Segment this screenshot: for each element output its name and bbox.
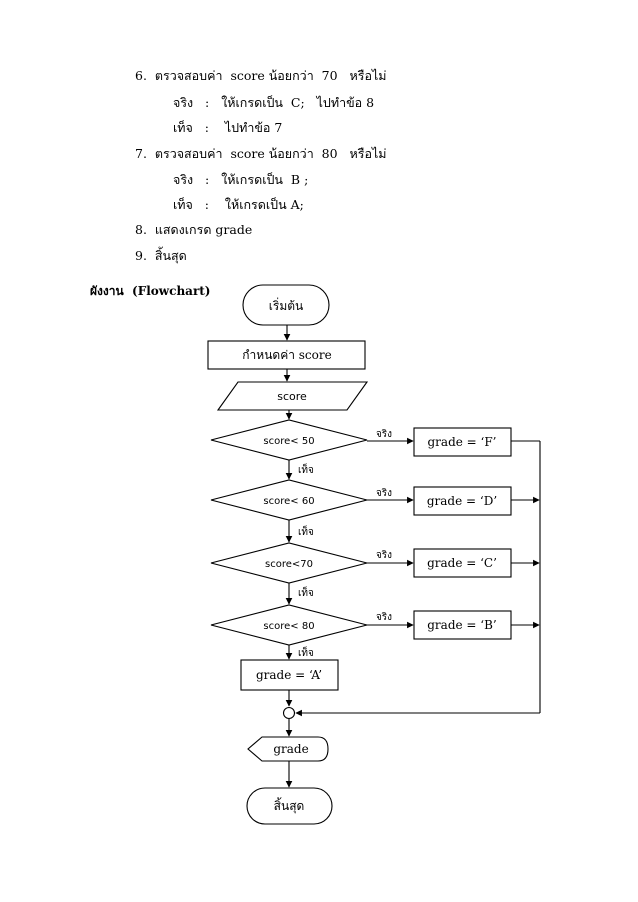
result-box-b	[413, 610, 512, 640]
result-c-label: grade = ‘C’	[427, 556, 497, 570]
end-terminal	[246, 787, 333, 825]
result-f-label: grade = ‘F’	[428, 435, 497, 449]
condition-4-label: score< 80	[263, 621, 314, 632]
step-6: 6. ตรวจสอบค่า score น้อยกว่า 70 หรือไม่	[135, 68, 387, 83]
result-box-c	[413, 548, 512, 578]
true-label-3: จริง	[376, 550, 392, 561]
step-8: 8. แสดงเกรด grade	[135, 222, 253, 237]
end-label: สิ้นสุด	[274, 797, 305, 814]
false-label-3: เท็จ	[298, 585, 314, 599]
step-7: 7. ตรวจสอบค่า score น้อยกว่า 80 หรือไม่	[135, 146, 387, 161]
step-7-false: เท็จ : ให้เกรดเป็น A;	[173, 197, 304, 212]
input-label: score	[277, 390, 307, 403]
decision-1	[210, 419, 368, 461]
flowchart-heading: ผังงาน (Flowchart)	[90, 284, 211, 298]
result-box-f	[413, 427, 512, 457]
step-6-false: เท็จ : ไปทำข้อ 7	[173, 120, 283, 135]
step-9: 9. สิ้นสุด	[135, 248, 187, 263]
output-label: grade	[273, 742, 308, 756]
result-box-d	[413, 486, 512, 516]
condition-2-label: score< 60	[263, 496, 314, 507]
result-b-label: grade = ‘B’	[427, 618, 497, 632]
start-terminal	[242, 284, 330, 326]
condition-1-label: score< 50	[263, 436, 314, 447]
false-label-1: เท็จ	[298, 462, 314, 476]
result-box-a	[240, 659, 339, 691]
result-a-label: grade = ‘A’	[256, 668, 322, 682]
start-label: เริ่มต้น	[269, 297, 303, 313]
true-label-1: จริง	[376, 429, 392, 440]
input-parallelogram	[216, 381, 369, 411]
false-label-2: เท็จ	[298, 524, 314, 538]
false-label-4: เท็จ	[298, 645, 314, 659]
condition-3-label: score<70	[265, 559, 313, 570]
step-7-true: จริง : ให้เกรดเป็น B ;	[173, 172, 309, 187]
result-d-label: grade = ‘D’	[427, 494, 497, 508]
true-label-4: จริง	[376, 612, 392, 623]
init-process	[207, 340, 366, 370]
connector-circle	[282, 706, 296, 720]
init-label: กำหนดค่า score	[242, 348, 331, 362]
output-display	[247, 736, 329, 762]
step-6-true: จริง : ให้เกรดเป็น C; ไปทำข้อ 8	[173, 95, 375, 110]
true-label-2: จริง	[376, 488, 392, 499]
